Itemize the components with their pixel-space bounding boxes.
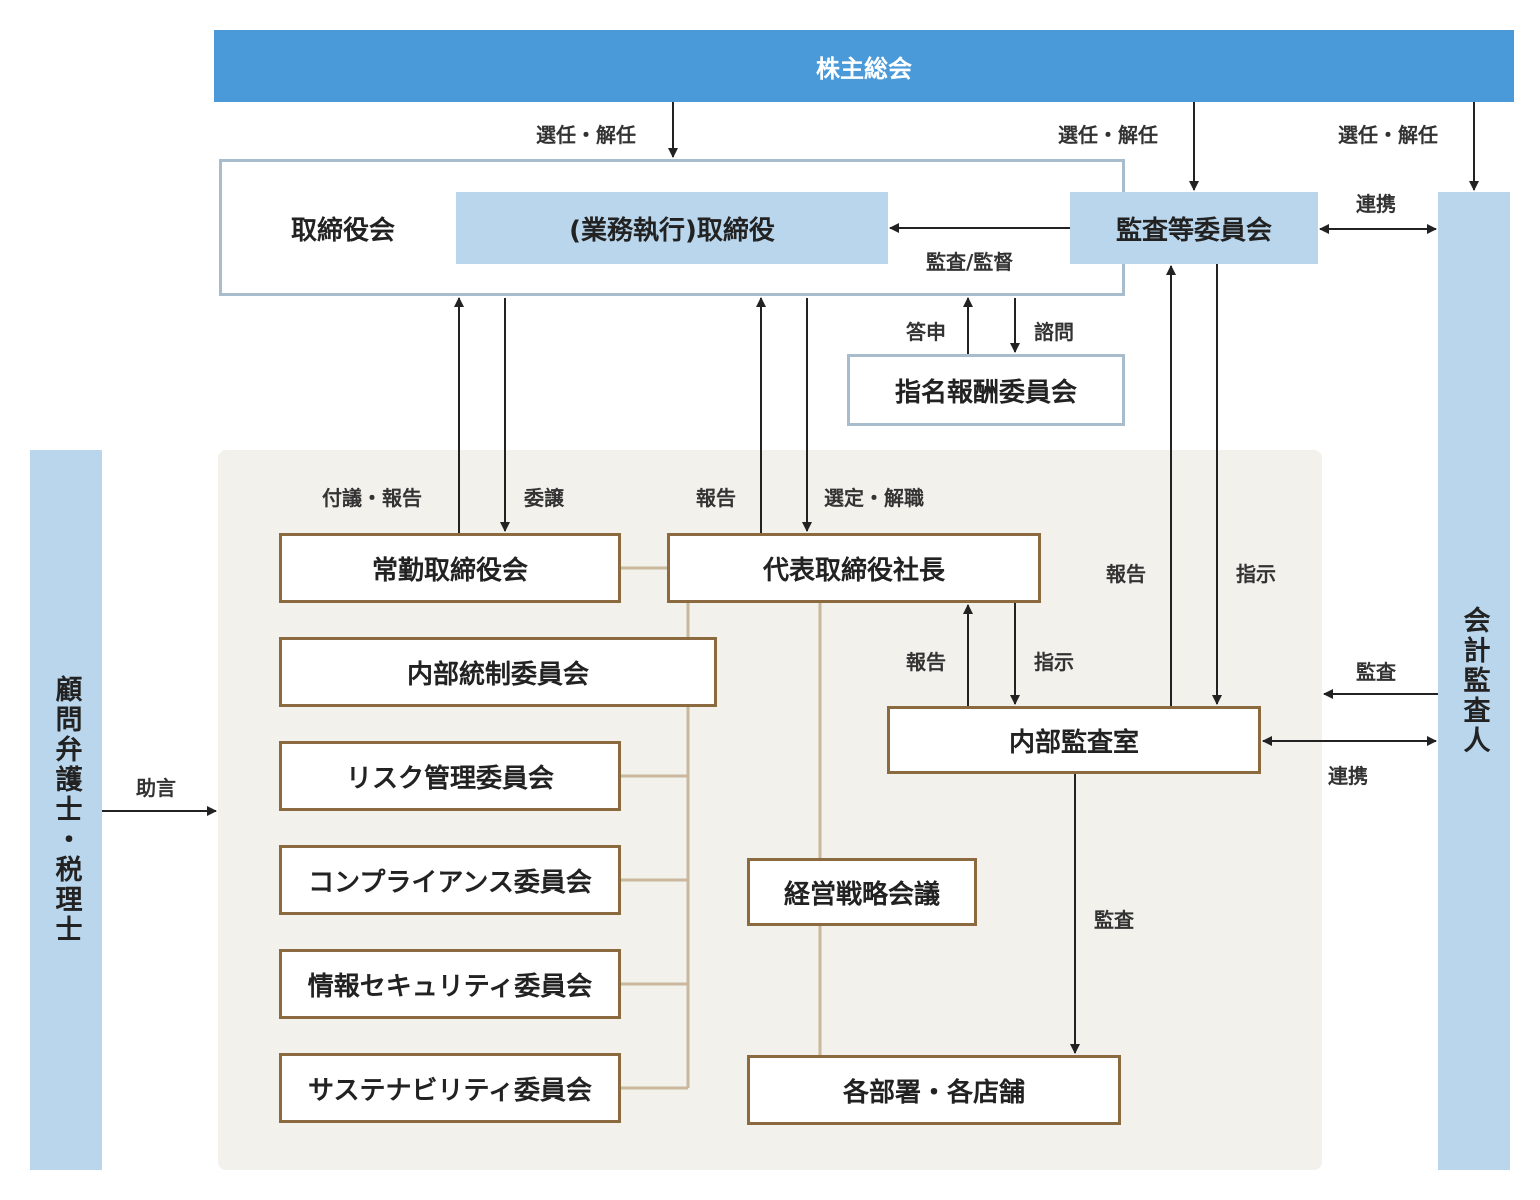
label-audit-supervise: 監査/監督 (926, 250, 1014, 274)
label-select-dismiss: 選定・解職 (824, 486, 924, 510)
sustainability-committee: サステナビリティ委員会 (279, 1053, 621, 1123)
label-elect-dismiss-board: 選任・解任 (536, 123, 636, 147)
label-instruct-internal: 指示 (1034, 650, 1074, 674)
shareholders-meeting: 株主総会 (214, 30, 1514, 102)
organization-tree-lines (621, 566, 822, 1090)
legal-tax-advisors: 顧問弁護士・税理士 (30, 450, 102, 1170)
label-advice: 助言 (136, 776, 176, 800)
label-elect-dismiss-audit: 選任・解任 (1058, 123, 1158, 147)
label-instruct-audit-committee: 指示 (1236, 562, 1276, 586)
label-reply: 答申 (906, 320, 946, 344)
management-strategy-meeting: 経営戦略会議 (747, 858, 977, 926)
label-cooperation-bottom: 連携 (1328, 764, 1368, 788)
label-report-president: 報告 (696, 486, 736, 510)
label-audit-accounting: 監査 (1356, 660, 1396, 684)
arrows (102, 102, 1479, 1054)
label-delegate: 委譲 (524, 486, 564, 510)
board-of-directors-label: 取締役会 (290, 215, 395, 246)
internal-audit-office: 内部監査室 (887, 706, 1261, 774)
accounting-auditor: 会計監査人 (1438, 192, 1510, 1170)
label-report-audit-committee: 報告 (1106, 562, 1146, 586)
label-audit-departments: 監査 (1094, 908, 1134, 932)
label-propose-report: 付議・報告 (322, 486, 422, 510)
departments-and-stores: 各部署・各店舗 (747, 1055, 1121, 1125)
information-security-committee: 情報セキュリティ委員会 (279, 949, 621, 1019)
executive-directors: (業務執行)取締役 (456, 192, 888, 264)
label-inquiry: 諮問 (1034, 320, 1074, 344)
audit-committee: 監査等委員会 (1070, 192, 1318, 264)
label-elect-dismiss-auditor: 選任・解任 (1338, 123, 1438, 147)
president-ceo: 代表取締役社長 (667, 533, 1041, 603)
risk-management-committee: リスク管理委員会 (279, 741, 621, 811)
nomination-compensation-committee: 指名報酬委員会 (847, 354, 1125, 426)
label-report-internal: 報告 (906, 650, 946, 674)
internal-control-committee: 内部統制委員会 (279, 637, 717, 707)
fulltime-board: 常勤取締役会 (279, 533, 621, 603)
label-cooperation-top: 連携 (1356, 192, 1396, 216)
compliance-committee: コンプライアンス委員会 (279, 845, 621, 915)
